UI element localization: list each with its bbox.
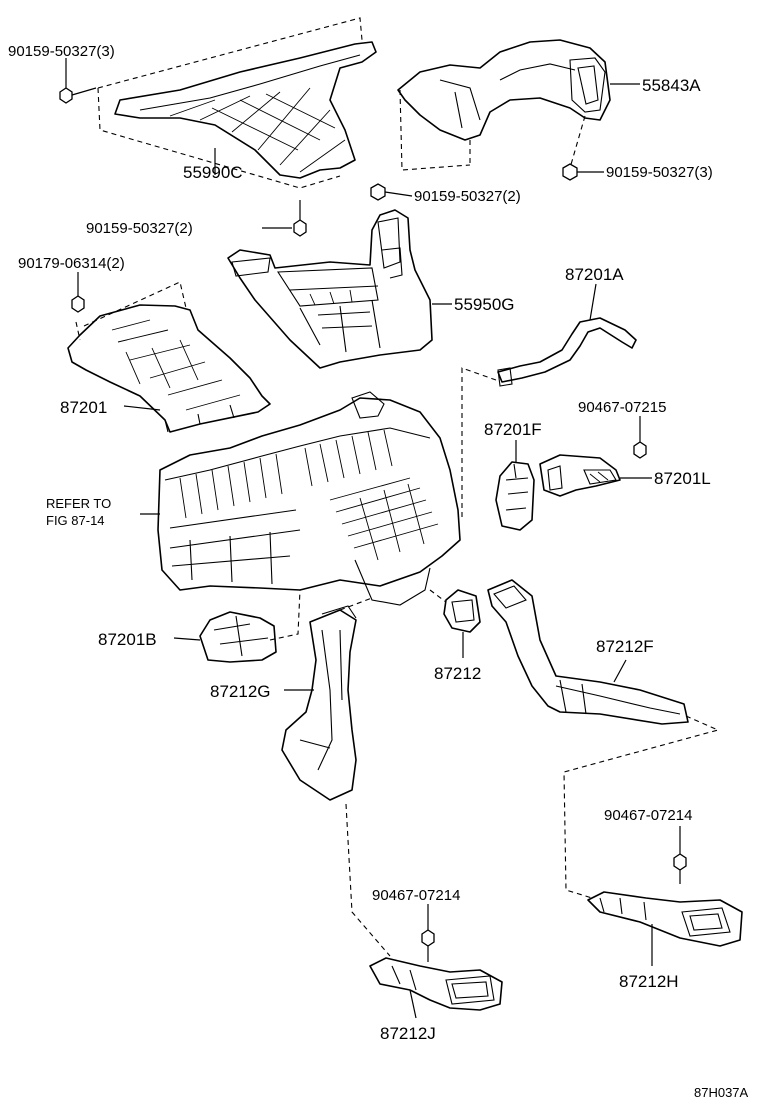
label-87201: 87201 [60,398,107,417]
duct-87212g[interactable] [281,597,373,801]
hose-87201a[interactable] [497,317,637,387]
hex-bolt-icon [370,183,386,201]
label-bolt-left-mid: 90159-50327(2) [86,220,193,237]
part-87212[interactable] [429,589,481,633]
label-87212g: 87212G [210,682,271,701]
label-bolt-mid: 90159-50327(2) [414,188,521,205]
label-55990c: 55990C [183,163,243,182]
figure-code: 87H037A [694,1085,749,1100]
duct-55990c[interactable] [97,17,377,189]
part-87201l[interactable] [539,454,621,497]
part-87201f[interactable] [495,461,535,531]
hex-bolt-icon [59,87,97,104]
case-55950g[interactable] [227,209,433,369]
cover-87201[interactable] [67,281,271,433]
label-screw-90467-left: 90467-07214 [372,887,460,904]
label-55950g: 55950G [454,295,515,314]
label-87212: 87212 [434,664,481,683]
label-refer-line2: FIG 87-14 [46,513,105,528]
screw-icon [633,416,647,459]
label-87201b: 87201B [98,630,157,649]
duct-87212j[interactable] [345,803,503,1011]
duct-87212h[interactable] [587,891,743,947]
label-87201l: 87201L [654,469,711,488]
label-87212f: 87212F [596,637,654,656]
screw-icon [421,904,435,962]
heater-unit[interactable] [157,391,461,606]
part-87201b[interactable] [199,589,301,663]
duct-55843a[interactable] [397,39,611,171]
screw-icon [71,272,85,313]
label-bolt-top-left: 90159-50327(3) [8,43,115,60]
hex-bolt-icon [293,200,307,237]
label-refer-line1: REFER TO [46,496,111,511]
label-87212j: 87212J [380,1024,436,1043]
duct-87212f[interactable] [487,579,689,725]
hex-bolt-icon [562,163,578,181]
label-87201f: 87201F [484,420,542,439]
label-bolt-right-upper: 90159-50327(3) [606,164,713,181]
label-screw-90179: 90179-06314(2) [18,255,125,272]
label-screw-90467-right: 90467-07214 [604,807,692,824]
label-87201a: 87201A [565,265,624,284]
screw-icon [673,826,687,884]
label-screw-90467-top: 90467-07215 [578,399,666,416]
label-87212h: 87212H [619,972,679,991]
label-55843a: 55843A [642,76,701,95]
